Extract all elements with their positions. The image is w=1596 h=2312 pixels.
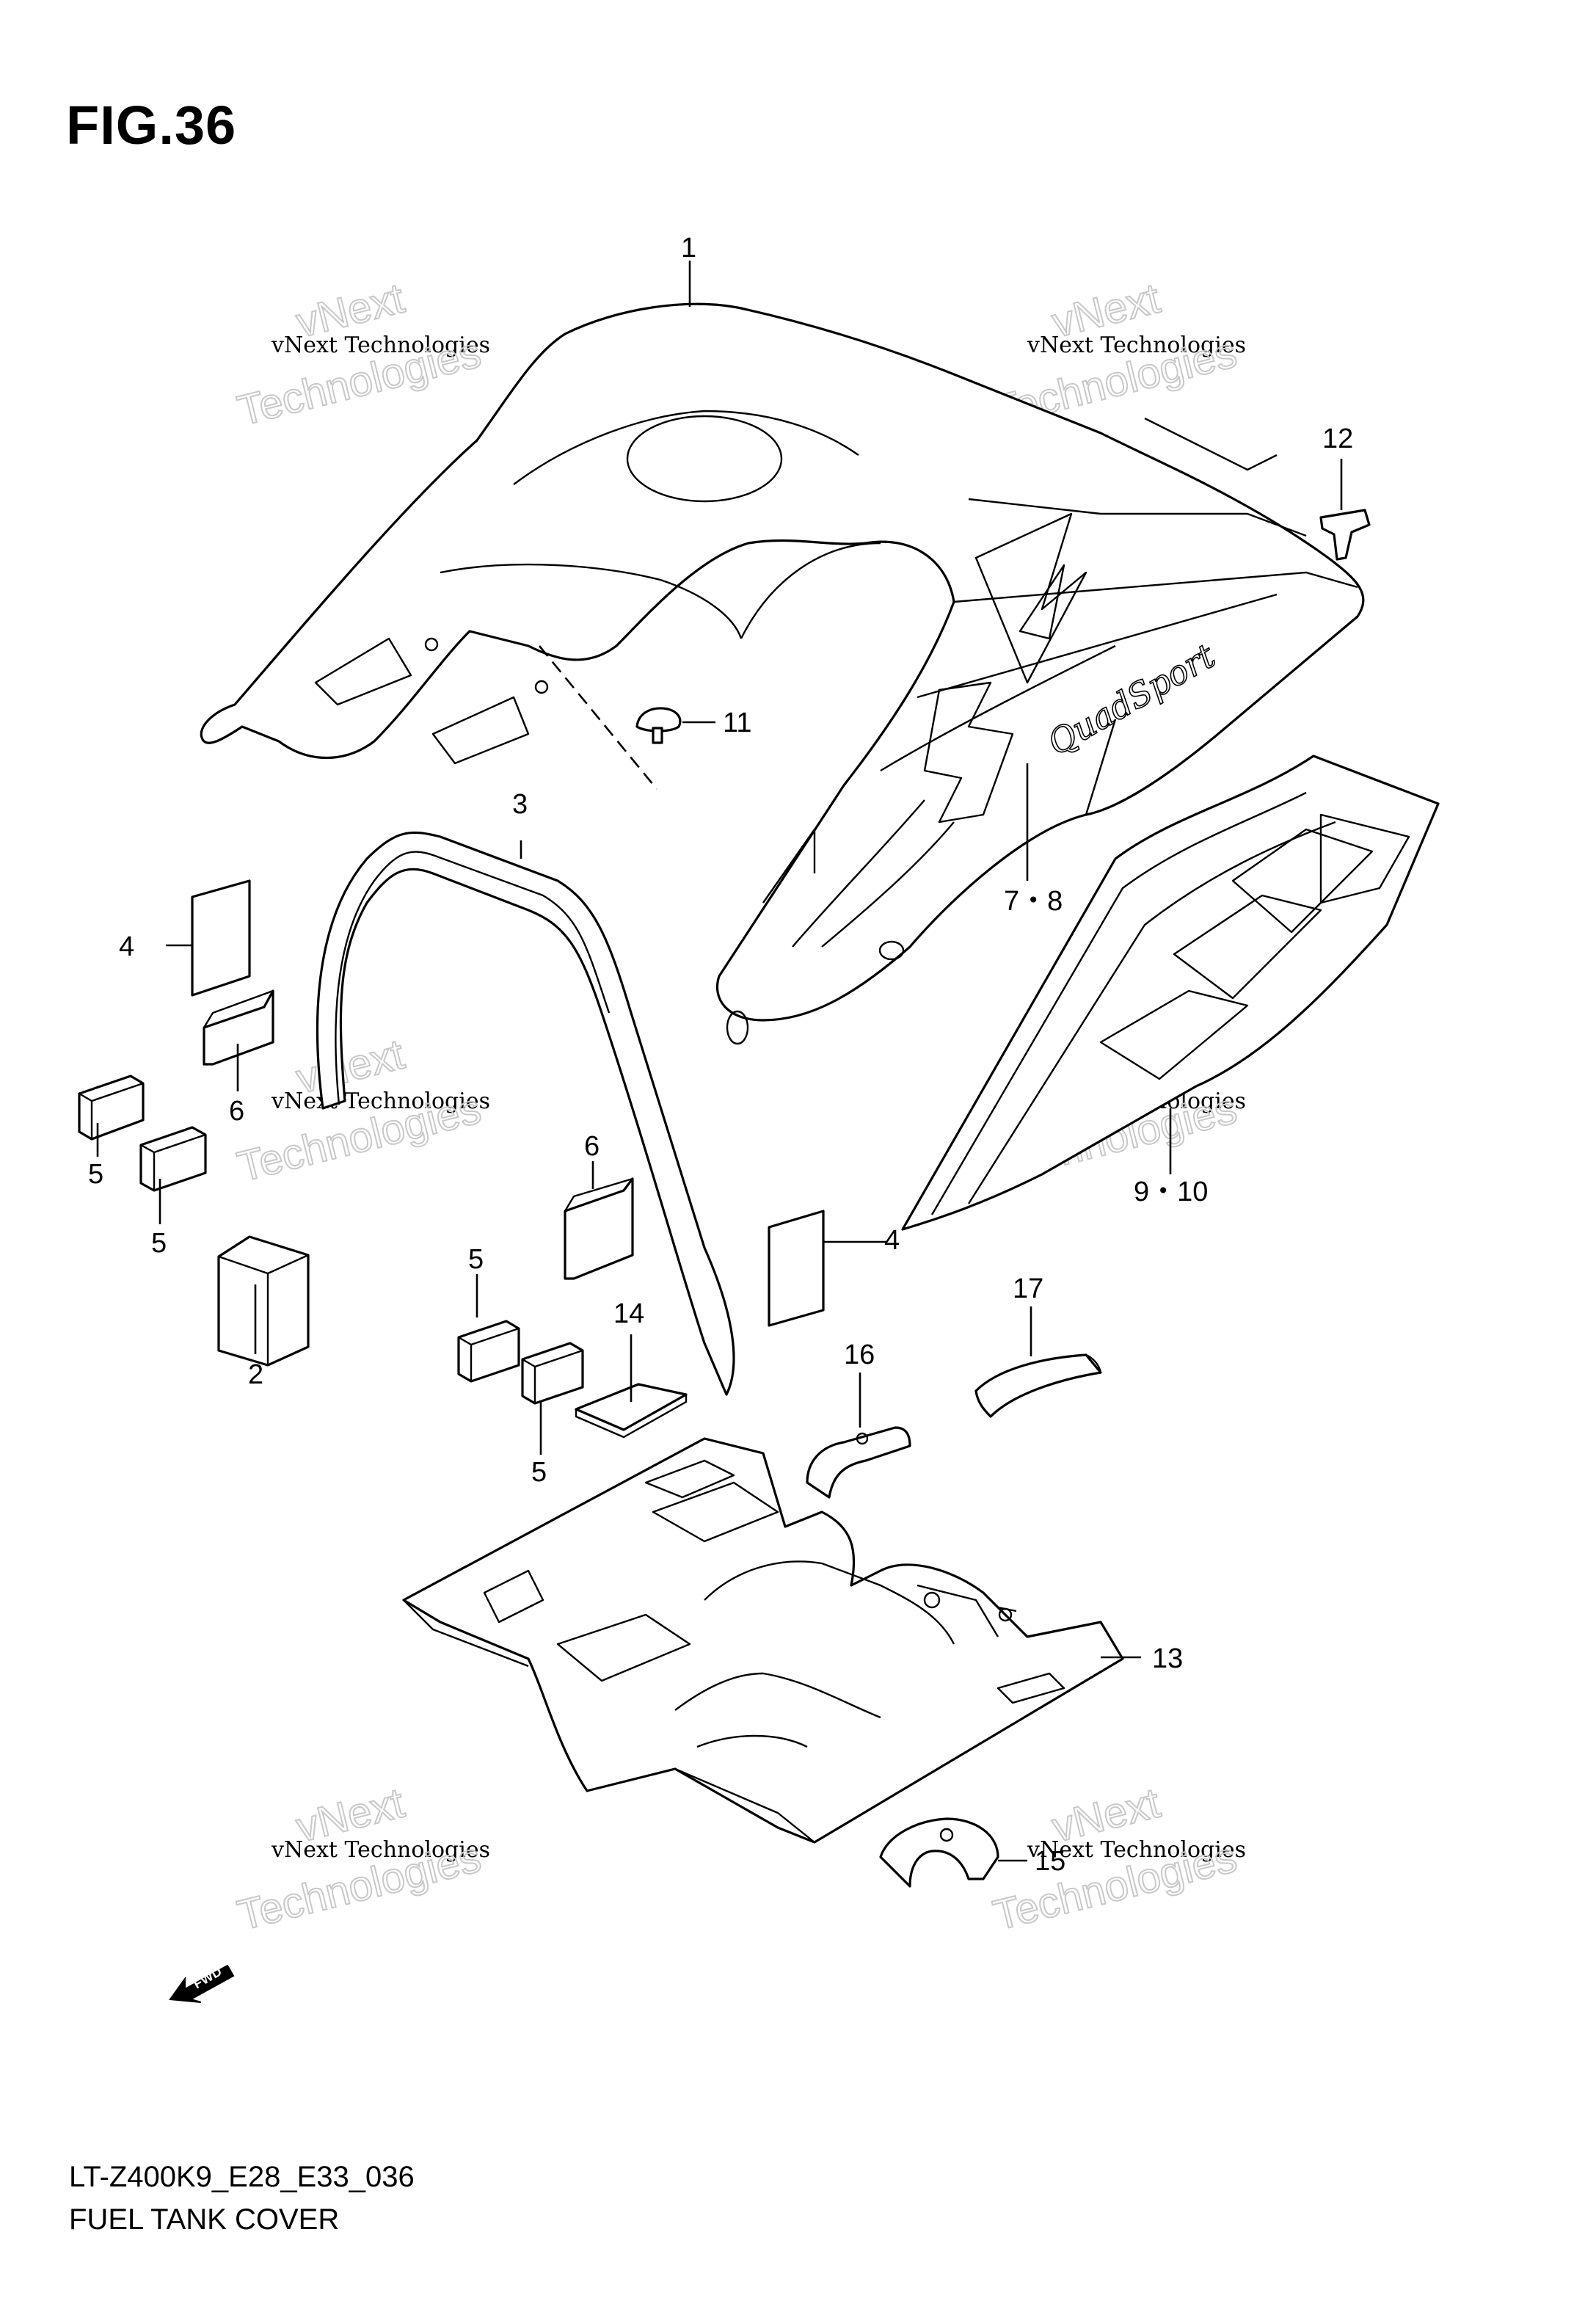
part-14-pad	[575, 1383, 688, 1439]
svg-text:vNext Technologies: vNext Technologies	[271, 332, 490, 358]
callout-12: 12	[1322, 423, 1353, 454]
callout-5-a: 5	[88, 1159, 103, 1190]
callout-9-10: 9・10	[1134, 1177, 1208, 1207]
callout-6-left: 6	[229, 1096, 244, 1127]
part-5-block-b	[139, 1126, 207, 1192]
callout-3: 3	[512, 789, 528, 820]
leader-lines	[96, 261, 1343, 1862]
part-6-pad-center	[564, 1177, 634, 1280]
part-12-clip	[1319, 509, 1371, 561]
callouts: 1 2 3 4 4 5 5 5 5 6 6 7・8 9・10 11 12 13 …	[88, 233, 1353, 1877]
part-2-box	[217, 1235, 310, 1367]
watermark-top-right: vNext vNext Technologies Technologies	[988, 274, 1246, 436]
svg-text:vNext Technologies: vNext Technologies	[1027, 1837, 1246, 1863]
svg-text:vNext Technologies: vNext Technologies	[271, 1837, 490, 1863]
callout-16: 16	[844, 1339, 875, 1370]
part-11-clip	[538, 645, 682, 790]
figure-title: FIG.36	[66, 95, 237, 156]
callout-6-center: 6	[584, 1131, 600, 1162]
callout-11: 11	[723, 708, 751, 738]
callout-14: 14	[613, 1298, 644, 1329]
callout-7-8: 7・8	[1004, 886, 1063, 917]
part-4-pad-left	[191, 879, 251, 997]
part-5-block-c	[457, 1320, 520, 1383]
part-16-clamp	[806, 1426, 911, 1499]
part-6-pad-left	[203, 989, 274, 1066]
part-3-seal-strip	[316, 831, 735, 1396]
callout-5-c: 5	[468, 1244, 484, 1275]
callout-2: 2	[248, 1359, 263, 1390]
callout-17: 17	[1013, 1273, 1043, 1304]
part-9-10-decal	[901, 755, 1440, 1231]
part-5-block-a	[78, 1075, 145, 1141]
callout-13: 13	[1152, 1643, 1183, 1674]
callout-1: 1	[681, 233, 696, 263]
watermark-bottom-right: vNext vNext Technologies Technologies	[988, 1778, 1246, 1941]
callout-4-right: 4	[884, 1225, 900, 1256]
svg-text:vNext Technologies: vNext Technologies	[271, 1088, 490, 1114]
figure-caption: FUEL TANK COVER	[69, 2203, 340, 2236]
part-17-cover	[974, 1353, 1102, 1418]
svg-text:vNext Technologies: vNext Technologies	[1027, 332, 1246, 358]
part-1-fuel-tank-cover: QuadSport	[200, 302, 1365, 1045]
fwd-arrow-icon: FWD	[169, 1964, 235, 2003]
watermark-top-left: vNext vNext Technologies Technologies	[232, 274, 490, 436]
part-15-clamp	[879, 1817, 999, 1888]
model-code: LT-Z400K9_E28_E33_036	[69, 2161, 415, 2193]
watermark-middle-left: vNext vNext Technologies Technologies	[232, 1030, 490, 1192]
part-13-undertray	[402, 1437, 1124, 1844]
callout-15: 15	[1035, 1846, 1065, 1877]
part-5-block-d	[521, 1342, 584, 1405]
callout-5-d: 5	[531, 1457, 547, 1488]
part-4-pad-right	[768, 1210, 825, 1327]
callout-4-left: 4	[119, 931, 134, 962]
watermark-bottom-left: vNext vNext Technologies Technologies	[232, 1778, 490, 1941]
callout-5-b: 5	[151, 1228, 167, 1259]
